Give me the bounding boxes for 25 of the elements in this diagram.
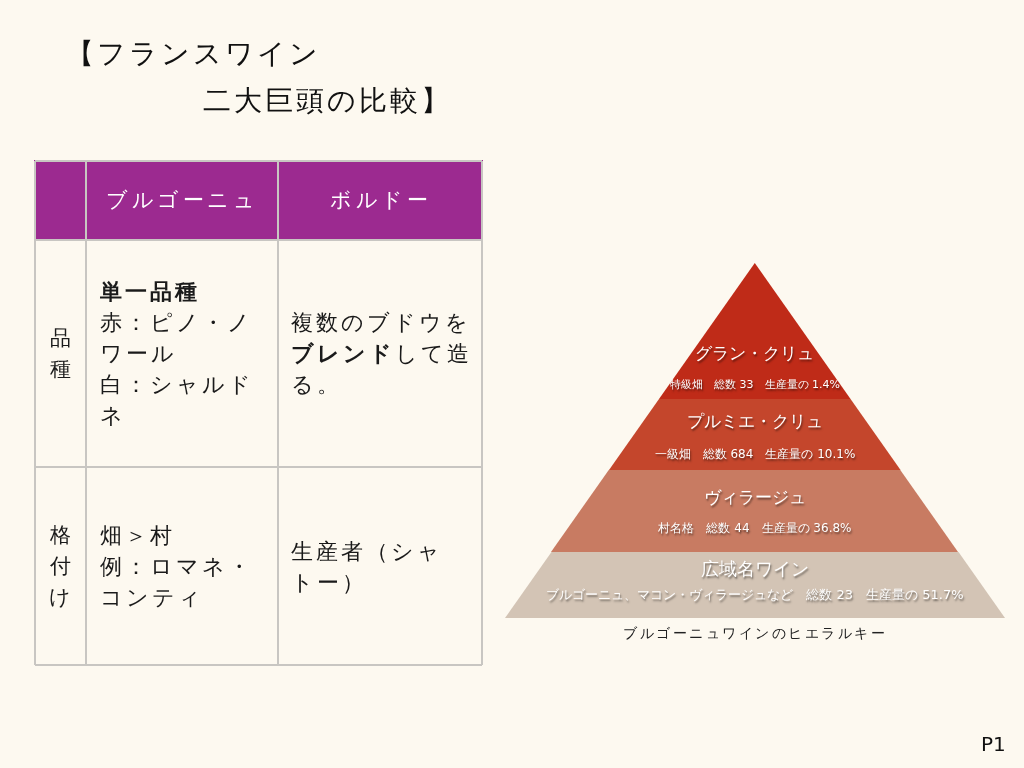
- figure-caption: ブルゴーニュワインのヒエラルキー: [623, 624, 887, 642]
- column-header: ボルドー: [330, 187, 431, 214]
- slide-title: 【フランスワイン二大巨頭の比較】: [66, 36, 453, 119]
- cell-heading: 単一品種: [100, 278, 200, 306]
- tier-stats: 村名格 総数 44 生産量の 36.8%: [658, 520, 852, 536]
- cell-text: 複数のブドウをブレンドして造る。: [291, 309, 473, 399]
- tier-title: プルミエ・クリュ: [687, 410, 823, 432]
- tier-title: ヴィラージュ: [704, 486, 806, 508]
- column-header: ブルゴーニュ: [106, 187, 258, 214]
- cell-text: 畑＞村: [100, 522, 175, 550]
- pyramid-tier: [551, 470, 959, 552]
- cell-text: 白：シャルドネ: [100, 371, 255, 430]
- pyramid-tier: [505, 552, 1005, 618]
- cell-text: 生産者（シャトー）: [291, 537, 444, 597]
- tier-title: 広域名ワイン: [701, 556, 809, 580]
- pyramid-tier: [609, 399, 901, 470]
- row-header: 格付け: [48, 522, 72, 611]
- pyramid-tier: [659, 263, 851, 399]
- cell-text: 赤：ピノ・ノワール: [100, 309, 254, 368]
- tier-stats: 一級畑 総数 684 生産量の 10.1%: [654, 446, 856, 462]
- cell-text: 例：ロマネ・コンティ: [100, 553, 254, 612]
- tier-stats: 特級畑 総数 33 生産量の 1.4%: [670, 378, 840, 392]
- page-number: P1: [981, 731, 1006, 757]
- tier-title: グラン・クリュ: [695, 342, 815, 364]
- row-header: 品種: [48, 324, 72, 383]
